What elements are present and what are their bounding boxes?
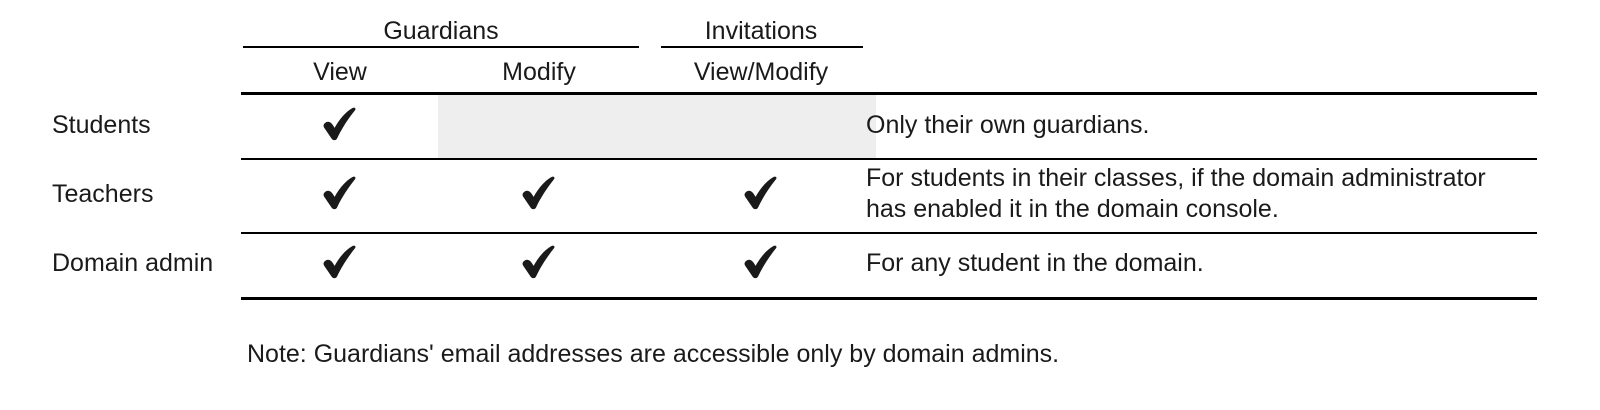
check-mark-icon [517, 175, 557, 211]
row-label-students: Students [52, 111, 151, 139]
row-description-domain-admin: For any student in the domain. [866, 249, 1204, 277]
check-mark-icon [739, 244, 779, 280]
row-label-teachers: Teachers [52, 180, 154, 208]
row-description-students: Only their own guardians. [866, 111, 1150, 139]
check-mark-icon [517, 244, 557, 280]
group-rule-guardians [243, 46, 639, 48]
column-header-view-modify: View/Modify [693, 58, 829, 86]
group-rule-invitations [661, 46, 863, 48]
disabled-cell-students-modify [438, 95, 876, 158]
table-bottom-rule [241, 297, 1537, 300]
row-description-teachers: For students in their classes, if the do… [866, 164, 1486, 223]
group-header-invitations: Invitations [704, 17, 818, 45]
check-mark-icon [318, 175, 358, 211]
column-header-view: View [313, 58, 367, 86]
check-mark-icon [318, 244, 358, 280]
row-separator-2 [241, 232, 1537, 234]
table-top-rule [241, 92, 1537, 95]
row-label-domain-admin: Domain admin [52, 249, 214, 277]
column-header-modify: Modify [502, 58, 576, 86]
group-header-guardians: Guardians [383, 17, 499, 45]
check-mark-icon [739, 175, 779, 211]
check-mark-icon [318, 106, 358, 142]
row-separator-1 [241, 158, 1537, 160]
table-footnote: Note: Guardians' email addresses are acc… [247, 340, 1060, 368]
